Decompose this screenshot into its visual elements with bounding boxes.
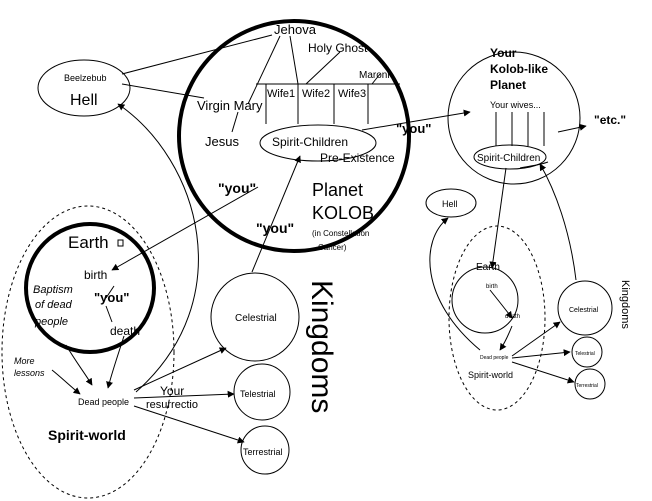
- label-r-spirit-world: Spirit-world: [468, 370, 513, 380]
- label-r-kingdoms: Kingdoms: [619, 280, 631, 329]
- label-terrestrial: Terrestrial: [243, 447, 283, 457]
- earth-marker: [117, 239, 124, 247]
- label-r-death: death: [505, 314, 520, 320]
- label-resurrectio: resurrectio: [146, 399, 198, 411]
- label-in-constellation: (in Constellation: [312, 229, 369, 238]
- label-your: Your: [160, 384, 184, 398]
- label-birth: birth: [84, 268, 107, 282]
- r-telestrial-circle: [571, 336, 603, 368]
- celestrial-circle: [210, 272, 300, 362]
- label-death: death: [110, 324, 140, 338]
- flow-arrows: [51, 103, 587, 444]
- r-spirit-world-ellipse: [448, 225, 546, 411]
- label-wife2: Wife2: [302, 88, 330, 100]
- label-jehova: Jehova: [274, 22, 317, 37]
- label-spirit-children: Spirit-Children: [272, 135, 348, 149]
- label-wife1: Wife1: [267, 88, 295, 100]
- r-hell-ellipse: [425, 188, 477, 218]
- label-maroni: Maroni: [359, 70, 390, 81]
- r-celestrial-circle: [557, 280, 613, 336]
- r-spirit-children-ellipse: [473, 144, 547, 170]
- r-earth-circle: [451, 266, 519, 334]
- label-r-celestrial: Celestrial: [569, 307, 599, 314]
- label-dead-people: Dead people: [78, 397, 129, 407]
- r-terrestrial-circle: [574, 368, 606, 400]
- label-cancer: Cancer): [318, 243, 347, 252]
- label-more: More: [14, 356, 35, 366]
- label-you-center: "you": [256, 220, 294, 236]
- label-r-spirit-children: Spirit-Children: [477, 153, 540, 164]
- label-beelzebub: Beelzebub: [64, 73, 107, 83]
- label-you-left: "you": [218, 180, 256, 196]
- label-kolob: KOLOB: [312, 203, 374, 223]
- label-hell: Hell: [70, 92, 98, 109]
- label-spirit-world: Spirit-world: [48, 427, 126, 443]
- your-planet-circle: [447, 51, 581, 185]
- label-r-hell: Hell: [442, 199, 458, 209]
- earth-circle: [24, 222, 156, 354]
- label-you-earth: "you": [94, 290, 129, 305]
- label-r-dead-people: Dead people: [480, 355, 509, 361]
- hell-ellipse: [37, 59, 131, 117]
- spirit-world-ellipse: [1, 205, 175, 499]
- label-holy-ghost: Holy Ghost: [308, 41, 368, 55]
- label-virgin-mary: Virgin Mary: [197, 98, 263, 113]
- planet-kolob-circle: [177, 19, 411, 253]
- label-kingdoms: Kingdoms: [305, 280, 338, 413]
- label-telestrial: Telestrial: [240, 389, 276, 399]
- label-earth: Earth: [68, 233, 109, 252]
- label-your-wives: Your wives...: [490, 100, 541, 110]
- label-r-earth: Earth: [476, 262, 500, 273]
- hierarchy-lines: [105, 34, 545, 323]
- label-jesus: Jesus: [205, 134, 239, 149]
- label-you-top: "you": [396, 121, 431, 136]
- label-your-kolob-3: Planet: [490, 78, 526, 92]
- label-celestrial: Celestrial: [235, 313, 277, 324]
- label-r-birth: birth: [486, 284, 498, 290]
- terrestrial-circle: [240, 425, 290, 475]
- label-pre-existence: Pre-Existence: [320, 151, 395, 165]
- label-r-terrestrial: Terrestrial: [576, 383, 598, 389]
- label-planet: Planet: [312, 180, 363, 200]
- label-your-kolob-2: Kolob-like: [490, 62, 548, 76]
- label-of-dead: of dead: [35, 299, 73, 311]
- label-your-kolob-1: Your: [490, 46, 517, 60]
- label-r-telestrial: Telestrial: [575, 351, 595, 357]
- label-baptism: Baptism: [33, 284, 73, 296]
- label-wife3: Wife3: [338, 88, 366, 100]
- spirit-children-ellipse: [259, 124, 377, 162]
- label-people: people: [34, 316, 68, 328]
- label-etc: "etc.": [594, 113, 626, 127]
- label-lessons: lessons: [14, 368, 45, 378]
